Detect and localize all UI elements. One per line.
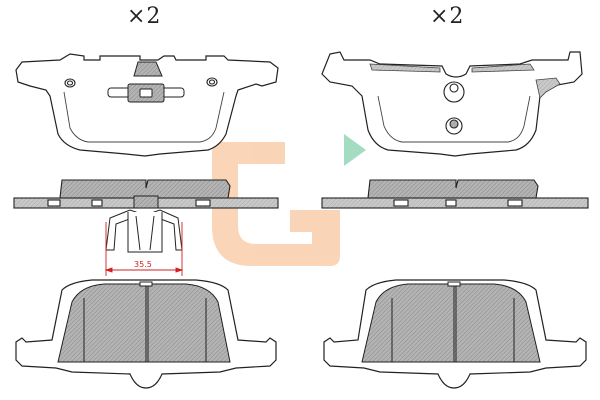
pad-top-right-pins [443, 81, 465, 135]
pad-side-view-right [321, 179, 589, 209]
pad-top-left-inner-outline [63, 91, 225, 143]
pad-top-right-backplate [321, 51, 583, 157]
pad-top-right-friction-edge [369, 63, 561, 99]
dimension-label: 35.5 [134, 260, 152, 269]
pad-top-right-inner-outline [377, 95, 531, 143]
pad-top-left-holes [64, 77, 218, 88]
wear-sensor-clip [107, 61, 185, 103]
dimension-line [104, 222, 184, 276]
side-view-clip [105, 195, 183, 253]
quantity-mark-left: ×2 [127, 4, 162, 29]
pad-bottom-left-friction [57, 281, 231, 363]
pad-bottom-right-friction [361, 281, 541, 363]
quantity-mark-right: ×2 [430, 4, 465, 29]
